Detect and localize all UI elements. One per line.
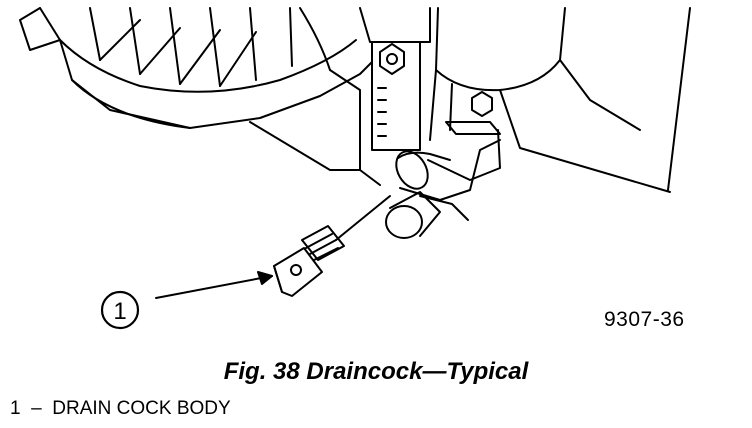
draincock-illustration: 1: [19, 7, 691, 330]
figure-code: 9307-36: [604, 308, 685, 331]
callout-1: 1: [100, 290, 140, 330]
legend-item: 1 – DRAIN COCK BODY: [10, 398, 231, 420]
radiator-housing: [19, 7, 431, 186]
side-tank: [429, 7, 691, 193]
legend-number: 1: [10, 398, 21, 419]
leader-line: [155, 271, 273, 299]
legend-separator: –: [31, 398, 42, 419]
callout-number: 1: [113, 298, 126, 325]
outlet-pipe: [385, 129, 501, 239]
drain-cock-body: [273, 195, 391, 297]
figure-caption: Fig. 38 Draincock—Typical: [223, 358, 529, 385]
legend-label: DRAIN COCK BODY: [52, 398, 231, 419]
